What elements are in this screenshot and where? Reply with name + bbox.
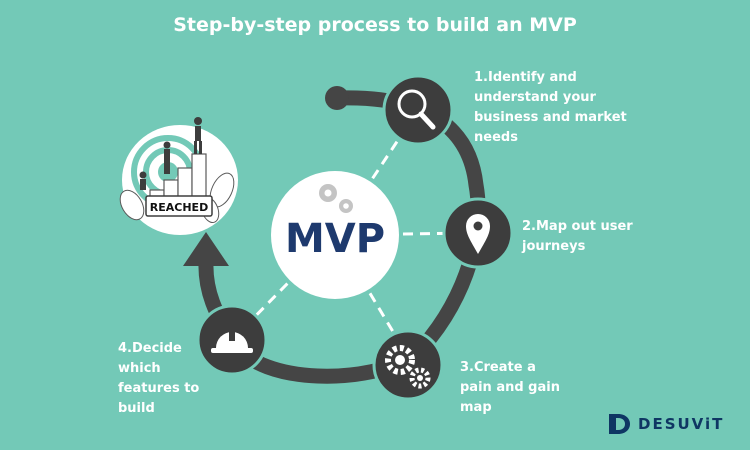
brand-name: DESUViT [638,415,725,433]
reached-label: REACHED [150,201,208,214]
cycle-start-dot [325,86,349,110]
step-3-node [372,329,444,401]
page-title: Step-by-step process to build an MVP [173,14,577,36]
center-label: MVP [285,216,385,262]
step-1-node [382,74,454,146]
hard-hat-icon [211,329,253,353]
step-2-node [442,197,514,269]
reached-illustration: REACHED [119,117,238,235]
center-circle [271,171,399,299]
brand-mark-icon [609,414,630,434]
step-4-label: 4.Decide which features to build [118,341,200,416]
magnifier-icon [397,89,436,130]
location-pin-icon [466,214,490,254]
people-figures [139,117,202,190]
step-3-label: 3.Create a pain and gain map [460,360,560,415]
step-2-label: 2.Map out user journeys [522,219,633,254]
step-4-node [196,304,268,376]
gears-icon [385,345,431,389]
center-gear-holes [324,189,349,209]
step-1-label: 1.Identify and understand your business … [474,70,627,145]
cycle-arrowhead [183,232,229,266]
brand-logo: DESUViT [608,412,724,436]
reached-banner [145,195,213,217]
